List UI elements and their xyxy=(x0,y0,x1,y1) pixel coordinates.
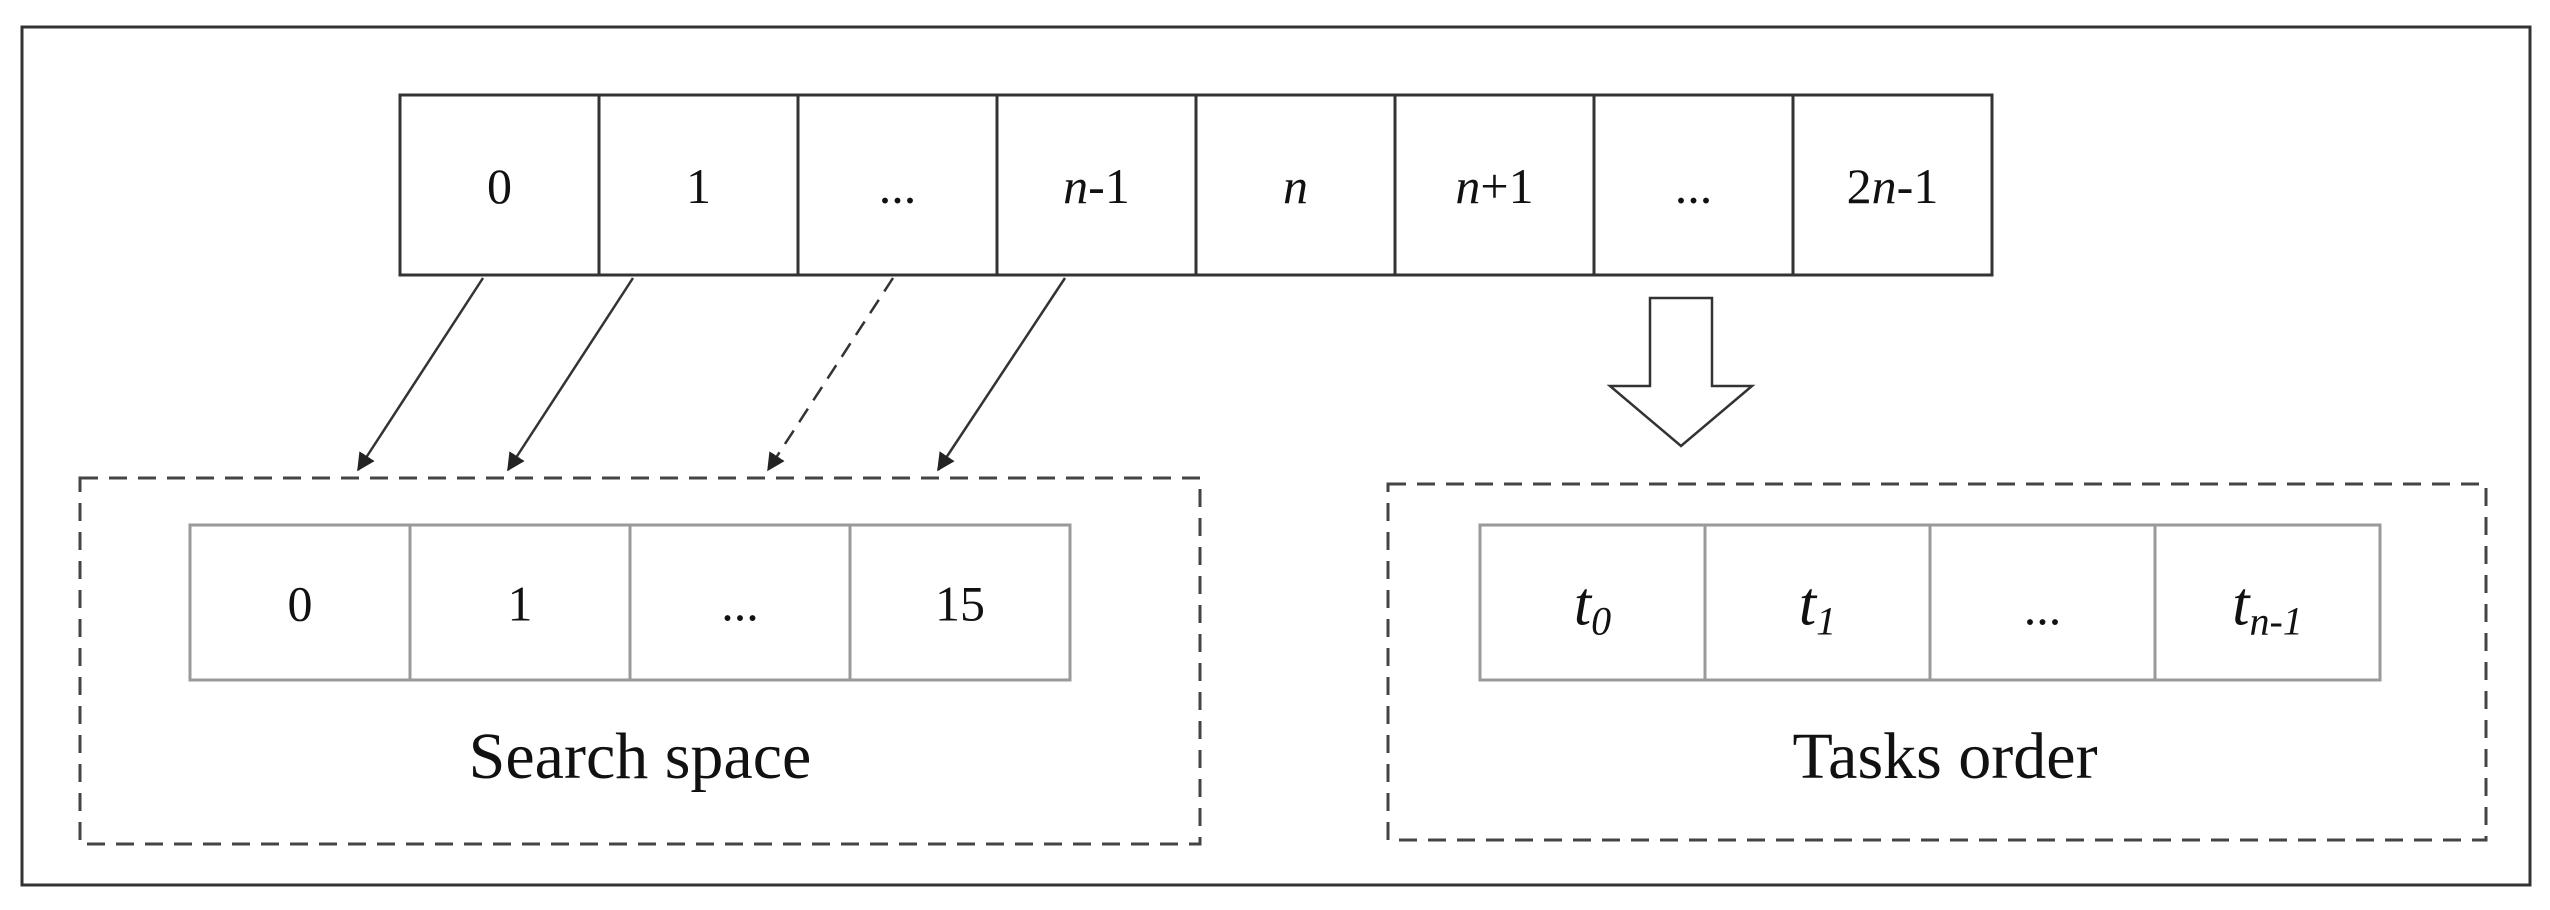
top-array-cell xyxy=(995,93,1198,277)
search-space-cell xyxy=(188,523,412,682)
mapping-arrows xyxy=(356,277,1067,472)
tasks-order-label: Tasks order xyxy=(1792,720,2097,793)
top-array-cell xyxy=(398,93,601,277)
task-subscript: 0 xyxy=(1591,599,1611,644)
top-array-cell xyxy=(1791,93,1994,277)
top-array-cell xyxy=(1592,93,1795,277)
search-space-cell-label: 15 xyxy=(935,576,985,632)
top-array-cell xyxy=(1393,93,1596,277)
top-array-cell-label: n-1 xyxy=(1063,158,1130,214)
hollow-down-arrow xyxy=(1606,296,1756,448)
tasks-order-cell-label: ... xyxy=(2024,580,2062,636)
top-array-cell-label: ... xyxy=(879,158,917,214)
arrow-n-1-to-search xyxy=(936,277,1067,472)
top-array-cell-label: n xyxy=(1283,158,1308,214)
search-space-cell xyxy=(628,523,852,682)
arrow-ellipsis-to-search xyxy=(766,277,895,472)
tasks-order-cell xyxy=(1928,523,2157,682)
search-space-boundary xyxy=(78,476,1202,846)
top-array-label-part: n xyxy=(1455,158,1480,214)
tasks-order-cell-label: t0 xyxy=(1574,571,1611,644)
top-array-label-part: ... xyxy=(879,158,917,214)
top-array-label-part: n xyxy=(1283,158,1308,214)
search-space-cell xyxy=(848,523,1072,682)
task-subscript: n-1 xyxy=(2249,599,2302,644)
top-array-label-part: ... xyxy=(1675,158,1713,214)
top-array-cell-label: n+1 xyxy=(1455,158,1533,214)
top-array-label-part: 0 xyxy=(487,158,512,214)
task-symbol: t xyxy=(2232,571,2251,639)
top-array-label-part: +1 xyxy=(1480,158,1533,214)
outer-frame xyxy=(20,25,2532,887)
top-array-label-part: 2 xyxy=(1847,158,1872,214)
top-array-label-part: n xyxy=(1872,158,1897,214)
search-space-cell-label: 1 xyxy=(508,576,533,632)
tasks-order-boundary xyxy=(1386,482,2488,842)
task-symbol: t xyxy=(1574,571,1593,639)
tasks-order-cell xyxy=(1478,523,1707,682)
task-symbol: ... xyxy=(2024,580,2062,636)
search-space-cell-label: ... xyxy=(721,576,759,632)
tasks-order-cell-label: t1 xyxy=(1799,571,1836,644)
search-space-cell-label: 0 xyxy=(288,576,313,632)
top-array-label-part: n xyxy=(1063,158,1088,214)
top-array-label-part: 1 xyxy=(686,158,711,214)
arrow-1-to-search xyxy=(506,277,635,472)
top-array-cell xyxy=(1194,93,1397,277)
top-array-cell xyxy=(597,93,800,277)
top-array-label-part: -1 xyxy=(1897,158,1939,214)
task-symbol: t xyxy=(1799,571,1818,639)
arrow-0-to-search xyxy=(356,277,485,472)
top-array-cell-label: 2n-1 xyxy=(1847,158,1939,214)
top-array-cell-label: 1 xyxy=(686,158,711,214)
top-array-cell-label: 0 xyxy=(487,158,512,214)
tasks-order-cell xyxy=(1703,523,1932,682)
search-space-label: Search space xyxy=(469,720,812,793)
tasks-order-cell-label: tn-1 xyxy=(2232,571,2303,644)
top-array-label-part: -1 xyxy=(1088,158,1130,214)
top-array-cell-label: ... xyxy=(1675,158,1713,214)
task-subscript: 1 xyxy=(1816,599,1836,644)
search-space-array: 0 1... 15 xyxy=(188,523,1072,682)
tasks-order-cell xyxy=(2153,523,2382,682)
